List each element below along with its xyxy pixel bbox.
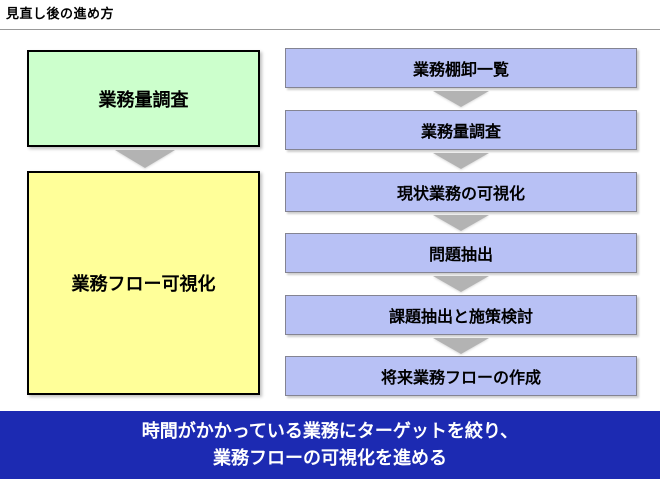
right-flow-step-5: 課題抽出と施策検討 (285, 295, 637, 335)
left-flow-step-gyomu-flow-kashika: 業務フロー可視化 (27, 171, 260, 395)
right-flow-step-label: 業務棚卸一覧 (412, 62, 509, 79)
summary-banner-line1: 時間がかかっている業務にターゲットを絞り、 (141, 421, 519, 441)
left-flow-step-gyomuryo-chosa: 業務量調査 (27, 50, 260, 147)
right-flow-step-6: 将来業務フローの作成 (285, 356, 637, 396)
right-flow-step-label: 現状業務の可視化 (396, 186, 525, 203)
left-flow-step-label: 業務フロー可視化 (71, 274, 216, 294)
down-arrow-icon (433, 276, 489, 292)
right-flow-step-label: 将来業務フローの作成 (380, 370, 541, 387)
right-flow-step-label: 課題抽出と施策検討 (388, 309, 533, 326)
title-divider-line (0, 29, 660, 30)
summary-banner: 時間がかかっている業務にターゲットを絞り、 業務フローの可視化を進める (0, 411, 660, 479)
left-flow-step-label: 業務量調査 (98, 89, 189, 110)
down-arrow-icon (433, 215, 489, 231)
down-arrow-icon (433, 153, 489, 169)
down-arrow-icon (115, 150, 175, 168)
page-title: 見直し後の進め方 (6, 6, 115, 21)
right-flow-step-label: 業務量調査 (420, 124, 501, 141)
down-arrow-icon (433, 338, 489, 354)
down-arrow-icon (433, 91, 489, 107)
right-flow-step-label: 問題抽出 (428, 247, 493, 264)
right-flow-step-3: 現状業務の可視化 (285, 172, 637, 212)
right-flow-step-1: 業務棚卸一覧 (285, 48, 637, 88)
right-flow-step-2: 業務量調査 (285, 110, 637, 150)
right-flow-step-4: 問題抽出 (285, 233, 637, 273)
summary-banner-line2: 業務フローの可視化を進める (213, 448, 447, 468)
